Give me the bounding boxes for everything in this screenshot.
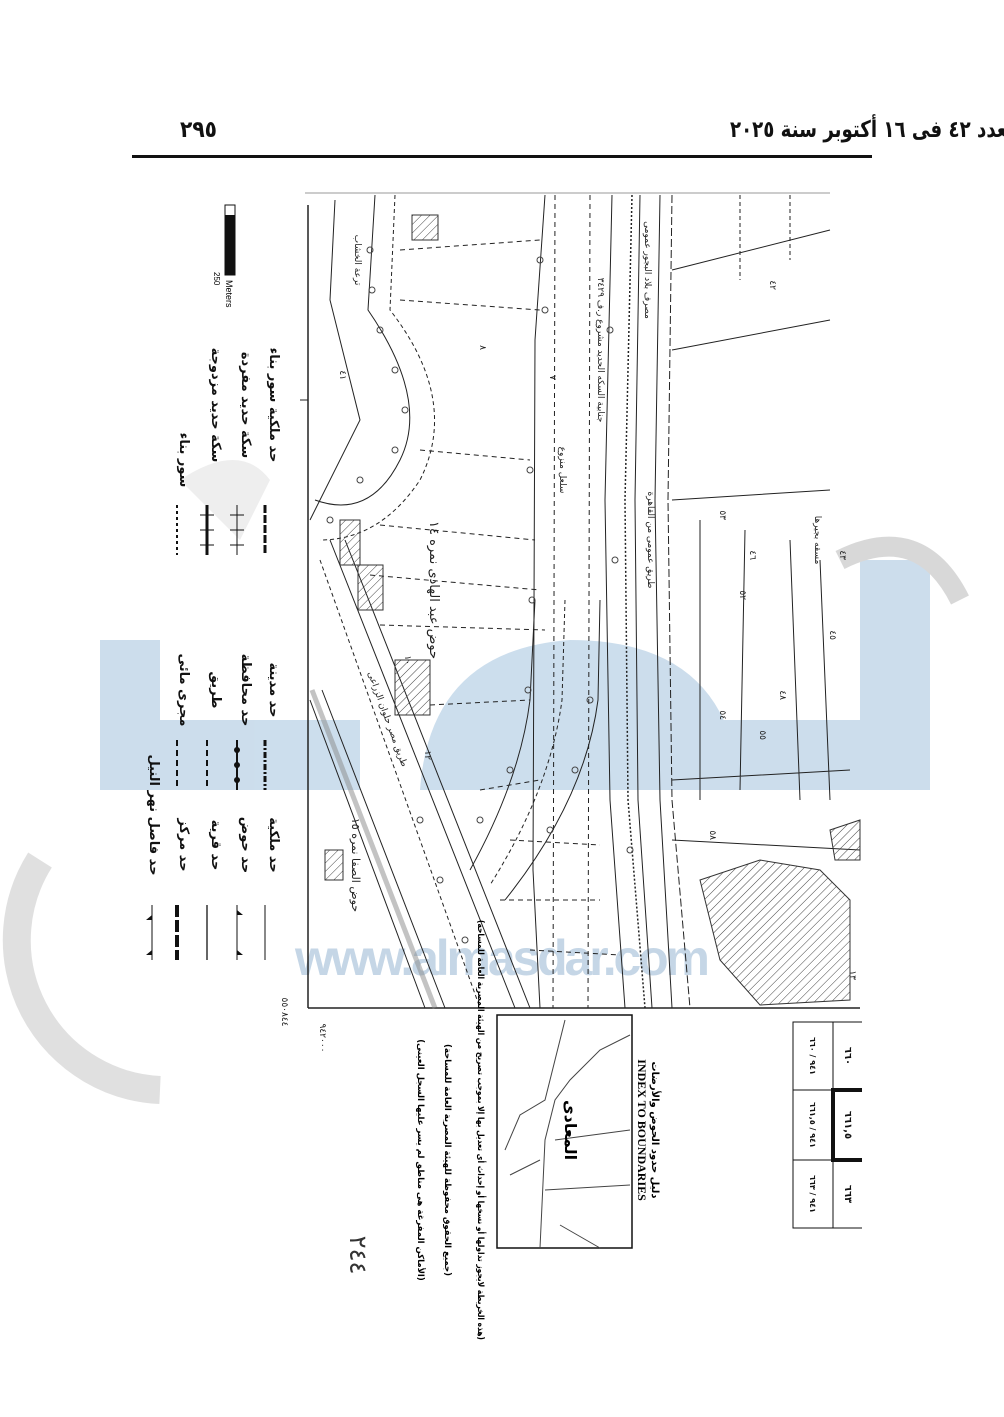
new-road-label: سلعل منزوع [557, 447, 567, 494]
parcel-number: ٥٤ [717, 710, 727, 720]
parcel-number: ٤٦ [747, 550, 757, 560]
parcel-number: ٥٢ [737, 590, 747, 600]
road-label: طريق عمومى من القاهرة [645, 492, 655, 589]
legend-label: حد حوض [238, 817, 253, 873]
index-note: (هذه الخريطة لايجوز تداولها أو نسخها أو … [475, 920, 487, 1340]
road-network [309, 194, 861, 1009]
table-cell: ٩٤١ / ٦٦٣ [808, 1175, 817, 1213]
parcel-number: ٨ [477, 345, 487, 350]
basin-15-label: حوض الصفا نمره ١٥ [349, 818, 362, 912]
ag-road-label: ترعة الخشاب [352, 235, 362, 286]
index-note: (الأماكن المفرغة هى مناطق لم يسر عليها ا… [415, 1039, 426, 1281]
index-note: (جميع الحقوق محفوظة للهيئة المصرية العام… [442, 1044, 452, 1276]
scale-bar: Meters 250 [212, 204, 236, 308]
map-legend: حد ملكية سور بناء سكة حديد مفردة سكة حدي… [146, 348, 281, 960]
table-cell: ٩٤١ / ٦٦١,٥ [808, 1102, 817, 1148]
parcel-number: ٤٢ [767, 280, 777, 290]
page-header-title: الجريدة الرسمية - العدد ٤٢ فى ١٦ أكتوبر … [730, 113, 1004, 143]
index-to-boundaries: دليل حدود الحوض والأرضات INDEX TO BOUNDA… [415, 920, 662, 1340]
rail-label: جنابية السكه الحديد مشروع ر.ف ٣٤٢٩ [595, 278, 605, 423]
legend-label: حد مدينة [266, 662, 281, 717]
page-number: ٢٩٥ [180, 117, 217, 143]
page-header: الجريدة الرسمية - العدد ٤٢ فى ١٦ أكتوبر … [180, 113, 1004, 143]
parcel-number: ٤٨ [777, 690, 787, 700]
table-cell: ٦٦١,٥ [842, 1111, 853, 1139]
canal-label: مسقه بجيرها [812, 516, 822, 565]
legend-label: حد ملكية سور بناء [266, 348, 281, 463]
legend-label: سكة حديد مفردة [238, 352, 253, 458]
index-center-label: المعادى [561, 1100, 580, 1160]
survey-markers [326, 246, 634, 944]
header-rule [132, 155, 872, 158]
legend-label: حد ملكية [266, 817, 281, 873]
table-cell: ٦٦٠ [842, 1047, 853, 1065]
parcel-number: ٥٣ [717, 510, 727, 520]
legend-label: حد فاصل نهر النيل [146, 754, 161, 875]
legend-label: حد قرية [208, 820, 223, 871]
parcel-number: ٤٣ [837, 550, 847, 560]
table-cell: ٩٤١ / ٦٦٠ [808, 1037, 817, 1075]
watermark-text: www.almasdar.com [294, 930, 710, 986]
legend-label: سكة حديد مزدوجة [208, 348, 223, 463]
parcel-number: ١٠ [402, 655, 412, 665]
table-cell: ٦٦٣ [842, 1185, 853, 1203]
parcel-number: ٤٥ [827, 630, 837, 640]
scale-unit: Meters [224, 280, 234, 308]
legend-label: طريق [208, 672, 223, 709]
northing-coordinate: ٥٥٠٨٤٤ [279, 997, 289, 1026]
legend-label: سور بناء [176, 433, 191, 488]
handwritten-number: ٢٤٤ [344, 1236, 372, 1275]
drain-label: مصرف بلاد البجور عمومى [642, 221, 652, 319]
parcel-number: ٧ [547, 375, 557, 380]
hatched-parcels [324, 214, 861, 1006]
parcel-number: ١٢ [422, 750, 432, 760]
legend-label: حد محافظة [238, 654, 253, 727]
legend-label: مجرى مائى [176, 654, 191, 727]
basin-14-label: حوض عبد الهادى نمره ١٤ [426, 521, 441, 659]
easting-coordinate: ٩٤٢٠٠٠ [317, 1023, 327, 1052]
parcel-number: ٥٨ [707, 830, 717, 840]
index-title-en: INDEX TO BOUNDARIES [635, 1059, 649, 1201]
sheet-index-table [792, 1021, 862, 1229]
parcel-number: ١٣ [847, 970, 857, 980]
legend-label: حد مركز [176, 817, 191, 871]
parcel-number: ٥٥ [757, 730, 767, 740]
parcel-number: ٤١ [337, 370, 347, 380]
map-frame [300, 192, 860, 1009]
index-title-ar: دليل حدود الحوض والأرضات [649, 1061, 662, 1198]
scale-value: 250 [212, 272, 221, 286]
watermark: www.almasdar.com [2, 460, 969, 1104]
